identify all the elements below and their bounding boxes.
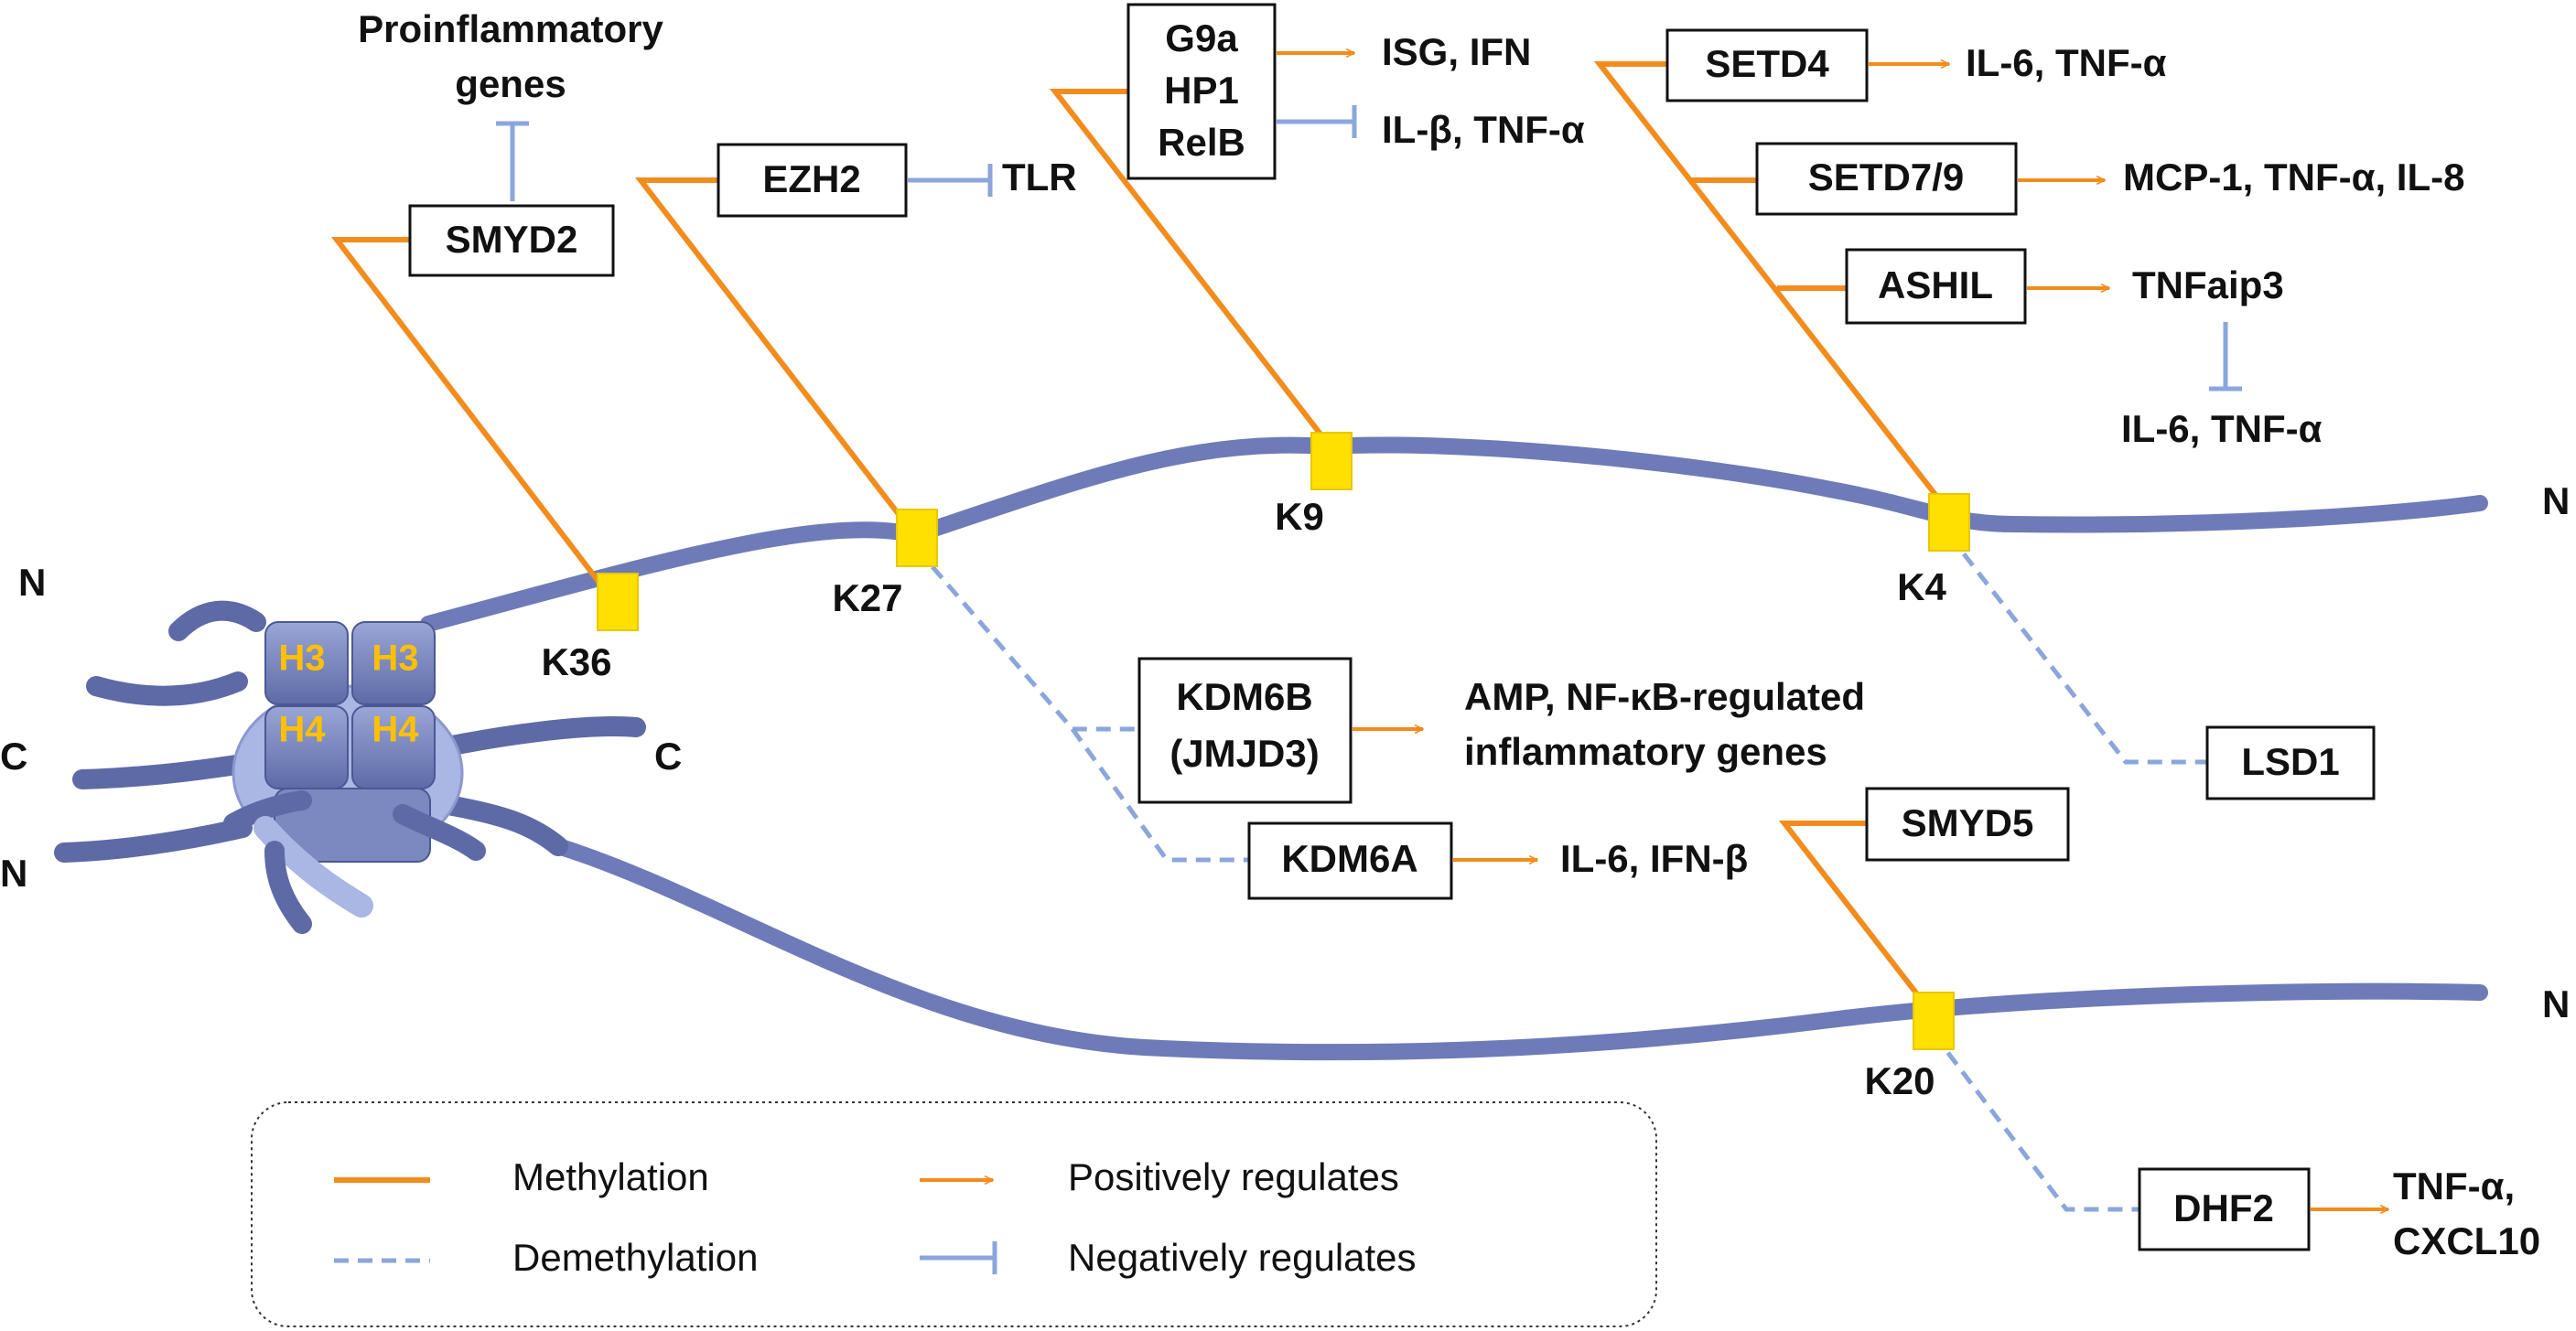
h4-tail-bottom xyxy=(550,838,2488,1061)
legend-positive-label: Positively regulates xyxy=(1068,1155,1399,1198)
n-terminus-right-top: N xyxy=(2542,479,2570,522)
dhf2-label: DHF2 xyxy=(2173,1186,2274,1229)
g9a-inhibits-il-b xyxy=(1277,105,1357,138)
kdm6b-targets-line2: inflammatory genes xyxy=(1464,730,1827,773)
histone-h3-right-label: H3 xyxy=(372,639,418,679)
legend-negative-swatch xyxy=(920,1241,997,1274)
kdm6b-box xyxy=(1137,657,1353,804)
methylation-branches xyxy=(330,61,1952,1017)
dhf2-targets-line2: CXCL10 xyxy=(2393,1219,2540,1262)
tnfaip3-inhibits-targets xyxy=(2209,322,2242,392)
demethylation-branches xyxy=(915,533,2207,1212)
ezh2-label: EZH2 xyxy=(762,157,860,200)
ezh2-box xyxy=(717,143,908,218)
smyd2-box xyxy=(408,204,615,277)
k9-g9a-branch xyxy=(1049,89,1334,450)
legend-methylation-label: Methylation xyxy=(512,1155,709,1198)
lsd1-box xyxy=(2205,725,2376,800)
k27-kdm6b-branch xyxy=(915,547,1139,732)
dhf2-targets-line1: TNF-α, xyxy=(2393,1165,2515,1208)
histone-h4-left-label: H4 xyxy=(278,710,326,750)
c-terminus-right: C xyxy=(654,735,682,778)
ezh2-inhibits-tlr xyxy=(908,164,993,197)
kdm6a-box xyxy=(1247,821,1453,900)
n-terminus-left-bottom: N xyxy=(0,852,27,895)
k20-site xyxy=(1913,992,1955,1050)
k4-lsd1-branch xyxy=(1947,533,2207,765)
termini-labels: N C N C N N xyxy=(0,479,2570,1025)
k27-label: K27 xyxy=(832,576,902,619)
h3-tail-top xyxy=(420,436,2488,632)
tlr-label: TLR xyxy=(1002,156,1077,199)
smyd2-inhibits-proinflammatory xyxy=(496,121,529,201)
k20-dhf2-branch xyxy=(1932,1032,2139,1212)
il-b-tnf-label: IL-β, TNF-α xyxy=(1382,108,1585,151)
lsd1-label: LSD1 xyxy=(2241,740,2339,783)
k27-site xyxy=(896,509,938,567)
proinflammatory-label-line2: genes xyxy=(455,62,566,105)
k36-site xyxy=(597,573,639,631)
legend-frame xyxy=(251,1101,1657,1327)
relb-label: RelB xyxy=(1158,121,1245,164)
kdm6a-targets-label: IL-6, IFN-β xyxy=(1560,837,1748,880)
jmjd3-label: (JMJD3) xyxy=(1169,732,1319,775)
setd4-box xyxy=(1665,28,1869,102)
k9-label: K9 xyxy=(1275,495,1324,538)
k4-label: K4 xyxy=(1897,565,1946,608)
k4-site xyxy=(1928,493,1970,552)
kdm6b-targets-line1: AMP, NF-κB-regulated xyxy=(1464,675,1865,718)
n-terminus-left-top: N xyxy=(18,561,46,604)
regulation-arrows xyxy=(496,53,2388,1209)
k27-kdm6a-branch xyxy=(1070,727,1249,863)
setd4-label: SETD4 xyxy=(1705,42,1829,85)
n-terminus-right-bottom: N xyxy=(2542,982,2570,1025)
modification-sites: K36 K27 K9 K4 K20 xyxy=(541,432,1970,1102)
isg-ifn-label: ISG, IFN xyxy=(1382,30,1531,73)
g9a-hp1-relb-box xyxy=(1126,3,1277,180)
k36-label: K36 xyxy=(541,640,611,683)
proinflammatory-label-line1: Proinflammatory xyxy=(358,7,663,50)
tnfaip3-label: TNFaip3 xyxy=(2132,263,2284,306)
legend-demethylation-label: Demethylation xyxy=(512,1236,758,1279)
k20-smyd5-branch xyxy=(1778,821,1936,1017)
smyd5-label: SMYD5 xyxy=(1902,801,2034,844)
histone-h4-right-label: H4 xyxy=(372,710,419,750)
legend: Methylation Demethylation Positively reg… xyxy=(251,1101,1657,1327)
k36-smyd2-branch xyxy=(330,237,620,608)
k9-site xyxy=(1310,432,1353,490)
k4-setd4-branch xyxy=(1593,61,1952,514)
kdm6a-label: KDM6A xyxy=(1281,837,1417,880)
setd79-box xyxy=(1755,142,2018,216)
setd4-targets-label: IL-6, TNF-α xyxy=(1966,41,2167,84)
tnfaip3-targets-label: IL-6, TNF-α xyxy=(2121,407,2323,450)
legend-negative-label: Negatively regulates xyxy=(1068,1236,1417,1279)
smyd5-box xyxy=(1865,787,2070,862)
dhf2-box xyxy=(2138,1167,2311,1251)
setd79-targets-label: MCP-1, TNF-α, IL-8 xyxy=(2123,156,2464,199)
enzyme-boxes: SMYD2 EZH2 G9a HP1 RelB SETD4 SETD7/9 AS… xyxy=(408,3,2376,1251)
target-labels: Proinflammatory genes TLR ISG, IFN IL-β,… xyxy=(358,7,2540,1262)
hp1-label: HP1 xyxy=(1164,69,1239,112)
ashil-box xyxy=(1845,248,2027,325)
g9a-label: G9a xyxy=(1165,16,1238,59)
histone-h3-left-label: H3 xyxy=(278,639,325,679)
kdm6b-label: KDM6B xyxy=(1176,675,1312,718)
k20-label: K20 xyxy=(1864,1059,1935,1102)
setd79-label: SETD7/9 xyxy=(1808,156,1964,199)
histone-tails xyxy=(420,436,2488,1061)
k27-ezh2-branch xyxy=(634,177,920,540)
c-terminus-left: C xyxy=(0,735,27,778)
smyd2-label: SMYD2 xyxy=(446,218,578,261)
nucleosome-core: H3 H3 H4 H4 xyxy=(54,600,646,934)
ashil-label: ASHIL xyxy=(1878,263,1993,306)
